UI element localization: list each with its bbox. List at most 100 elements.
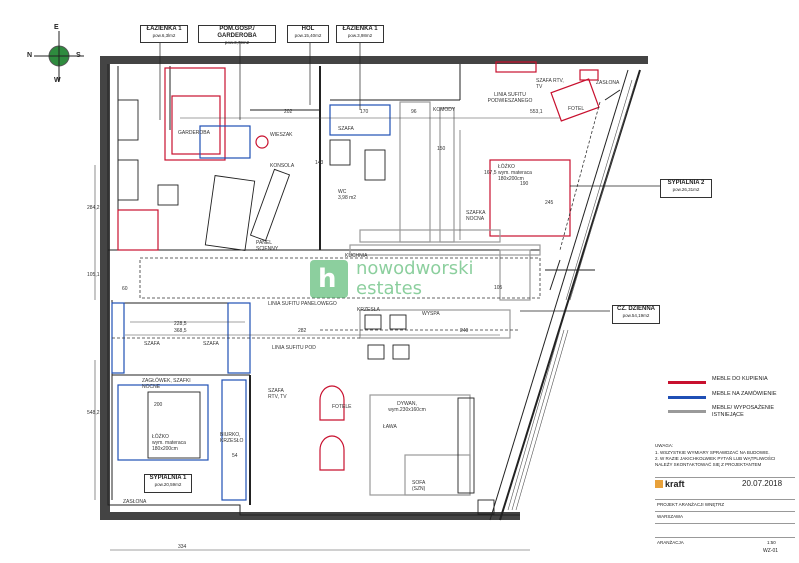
grey-furniture [349,101,541,496]
legend-label: MEBLE NA ZAMÓWIENIE [712,391,777,397]
compass: E N S W [27,24,90,87]
tb-divider [655,499,795,500]
dim-96: 96 [411,109,417,115]
label-krzesla: KRZESŁA [357,307,380,313]
label-lozko1-size: wym. materaca 180x200cm [152,440,186,452]
room-label-bedroom1: SYPIALNIA 1 pow.20,59m2 [144,474,192,493]
kraft-logo-icon [655,480,663,488]
legend-swatch-blue [668,396,706,399]
label-fotele: FOTELE [332,404,352,410]
sheet-number: WZ-01 [763,548,778,554]
label-komody: KOMODY [433,107,456,113]
room-area: pow.26,31m2 [672,187,700,192]
brand-name: kraft [665,479,685,489]
room-label-bedroom2: SYPIALNIA 2 pow.26,31m2 [660,179,712,198]
label-linia-sufitu-panel: LINIA SUFITU PANELOWEGO [268,301,337,307]
room-area: pow.3,79m2 [224,40,250,45]
watermark: h nowodworski estates [310,258,525,308]
dim-202: 202 [284,109,293,115]
label-wc: WC [338,189,347,195]
watermark-line1: nowodworski [356,258,474,279]
room-area: pow.54,19m2 [622,313,650,318]
tb-divider [655,523,795,524]
label-szafa-hall: SZAFA [338,126,354,132]
compass-n: N [27,52,33,59]
label-konsola: KONSOLA [270,163,295,169]
legend-label: MEBLE DO KUPIENIA [712,376,768,382]
notes-header: UWAGA: [655,443,674,448]
fixtures [117,99,495,515]
window-hatching [507,79,637,511]
label-garderoba: GARDEROBA [178,130,210,136]
tb-divider [655,511,795,512]
room-label-living: CZ. DZIENNA pow.54,19m2 [612,305,660,324]
legend-swatch-red [668,381,706,384]
drawing-scale: 1:50 [767,540,776,545]
label-lozko2: ŁÓŻKO [498,164,515,170]
compass-e: E [54,24,59,31]
label-zaslona-top: ZASŁONA [596,80,620,86]
label-szafka-nocna: SZAFKA NOCNA [466,210,486,222]
room-label-hall: HOL pow.15,40m2 [287,25,329,43]
legend-item-red: MEBLE DO KUPIENIA [668,376,793,398]
dim-143: 143 [315,160,324,166]
label-lozko2-size: wym. materaca 180x200cm [498,170,532,182]
room-area: pow.15,40m2 [294,33,322,38]
notes-line3: NALEŻY SKONTAKTOWAĆ SIĘ Z PROJEKTANTEM [655,462,762,467]
room-title: CZ. DZIENNA [617,306,655,312]
label-linia-sufitu-pod: LINIA SUFITU POD [272,345,316,351]
tb-divider [655,477,795,478]
legend-item-grey: MEBLE/ WYPOSAŻENIE ISTNIEJĄCE [668,405,793,427]
label-fotel-top: FOTEL [568,106,585,112]
label-szafa-rtv-b1: SZAFA RTV, TV [268,388,287,400]
dim-60: 60 [122,286,128,292]
room-title: SYPIALNIA 1 [149,475,187,481]
compass-rose-icon [34,31,84,81]
room-title: ŁAZIENKA 1 [146,26,182,32]
room-title: ŁAZIENKA 1 [342,26,378,32]
label-wyspa: WYSPA [422,311,440,317]
dim-170: 170 [360,109,369,115]
dim-245: 245 [545,200,554,206]
dim-54: 54 [232,453,238,459]
dim-228: 228,5 [174,321,187,327]
dim-368: 368,5 [174,328,187,334]
dimension-lines [94,117,560,551]
dim-200: 200 [154,402,163,408]
legend-item-blue: MEBLE NA ZAMÓWIENIE [668,391,793,413]
project-name: PROJEKT ARANŻACJI WNĘTRZ [657,502,725,507]
room-area: pow.6,3lm2 [152,33,176,38]
legend-label: MEBLE/ WYPOSAŻENIE ISTNIEJĄCE [712,405,775,418]
label-wieszak: WIESZAK [270,132,293,138]
ceiling-lines [112,101,601,339]
dim-284: 284,2 [87,205,100,211]
room-title: SYPIALNIA 2 [667,180,705,186]
room-label-bath2: ŁAZIENKA 1 pow.3,98m2 [336,25,384,43]
dim-105: 105 [494,285,503,291]
room-area: pow.20,59m2 [154,482,182,487]
legend-swatch-grey [668,410,706,413]
room-area: pow.3,98m2 [347,33,373,38]
red-furniture [117,61,600,471]
notes-line1: 1. WSZYSTKIE WYMIARY SPRAWDZAĆ NA BUDOWI… [655,450,770,455]
label-wc-area: 3,98 m2 [338,195,357,201]
label-zaglowek: ZAGŁÓWEK, SZAFKI NOCNE [142,378,191,390]
label-szafa-b1: SZAFA [144,341,160,347]
label-panel: PANEL SCIENNY [256,240,279,252]
room-label-bath1: ŁAZIENKA 1 pow.6,3lm2 [140,25,188,43]
label-sofa: SOFA (SZN) [412,480,426,492]
tb-divider [655,537,795,538]
dim-190: 190 [520,181,529,187]
compass-w: W [54,77,61,84]
label-kuchnia: KUCHNIA [345,253,368,259]
room-title: HOL [301,26,315,32]
label-dywan: DYWAN, wym.230x160cm [388,401,426,413]
drawing-name: ARANŻACJA [657,540,684,545]
dim-553: 553,1 [530,109,543,115]
dim-105-1: 105,1 [87,272,100,278]
label-szafa-rtv-top: SZAFA RTV, TV [536,78,564,90]
label-zaslona-bottom: ZASŁONA [123,499,147,505]
compass-s: S [76,52,81,59]
watermark-line2: estates [356,278,423,299]
